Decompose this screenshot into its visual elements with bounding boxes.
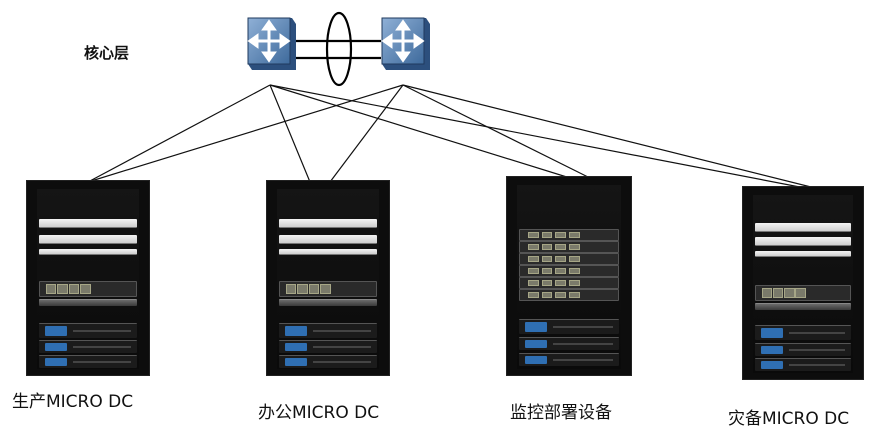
link-sw1-dr — [269, 84, 806, 189]
rack-unit-server — [279, 323, 377, 338]
rack-dr[interactable] — [742, 186, 864, 380]
rack-unit — [39, 219, 137, 228]
rack-unit — [279, 219, 377, 228]
rack-unit-server — [755, 358, 851, 371]
rack-unit-storage — [279, 281, 377, 297]
rack-office[interactable] — [266, 180, 390, 376]
link-sw1-office — [269, 84, 311, 183]
rack-unit — [279, 299, 377, 306]
rack-frame — [277, 189, 379, 369]
core-switch-2[interactable] — [376, 14, 432, 74]
link-sw2-dr — [402, 84, 816, 189]
rack-unit — [755, 237, 851, 246]
link-sw2-prod — [87, 84, 404, 183]
rack-unit-storage — [755, 285, 851, 301]
link-sw1-prod — [87, 84, 271, 183]
rack-monitor-label: 监控部署设备 — [510, 403, 612, 423]
core-layer-label: 核心层 — [84, 44, 130, 62]
rack-frame — [37, 189, 139, 369]
rack-unit-server — [519, 337, 619, 350]
rack-unit-server — [39, 323, 137, 338]
switch-arrows-icon — [381, 19, 425, 63]
rack-unit — [755, 303, 851, 310]
rack-unit-server — [519, 319, 619, 334]
rack-unit-server — [279, 355, 377, 368]
link-sw1-monitor — [269, 84, 571, 179]
link-bundle-ellipse-icon — [325, 11, 353, 87]
rack-unit — [39, 249, 137, 255]
rack-unit-storage — [519, 241, 619, 253]
rack-unit — [755, 251, 851, 257]
rack-unit-server — [755, 325, 851, 340]
link-sw2-office — [329, 84, 404, 183]
rack-frame — [753, 195, 853, 373]
rack-unit-server — [279, 340, 377, 353]
rack-unit-server — [755, 343, 851, 356]
link-sw2-monitor — [402, 84, 591, 179]
rack-unit-storage — [39, 281, 137, 297]
rack-unit-storage — [519, 253, 619, 265]
rack-unit-server — [519, 353, 619, 366]
rack-unit-storage — [519, 277, 619, 289]
rack-unit — [39, 235, 137, 244]
rack-prod[interactable] — [26, 180, 150, 376]
rack-dr-label: 灾备MICRO DC — [728, 409, 850, 429]
rack-unit — [279, 235, 377, 244]
rack-unit-server — [39, 340, 137, 353]
rack-unit — [39, 299, 137, 306]
core-switch-1[interactable] — [242, 14, 298, 74]
rack-office-label: 办公MICRO DC — [258, 403, 380, 423]
rack-frame — [517, 185, 621, 369]
switch-arrows-icon — [247, 19, 291, 63]
rack-unit-storage — [519, 229, 619, 241]
rack-unit-server — [39, 355, 137, 368]
rack-unit-storage — [519, 289, 619, 301]
rack-unit — [279, 249, 377, 255]
rack-unit-storage — [519, 265, 619, 277]
rack-monitor[interactable] — [506, 176, 632, 376]
rack-prod-label: 生产MICRO DC — [12, 392, 134, 412]
rack-unit — [755, 223, 851, 232]
